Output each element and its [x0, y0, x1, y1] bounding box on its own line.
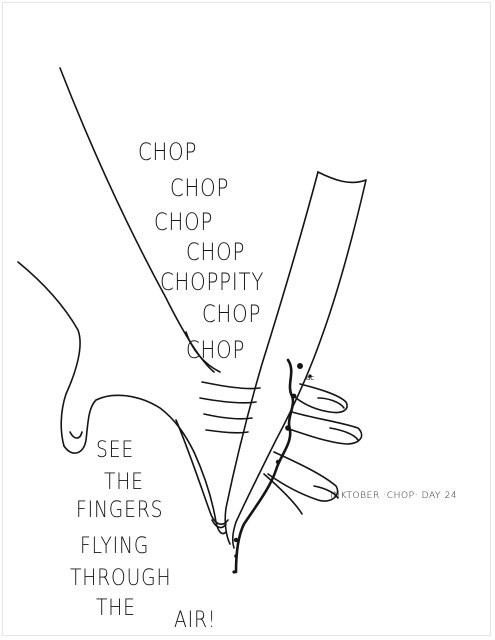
right-finger-3-nail [313, 485, 339, 499]
ink-splatter [297, 363, 303, 369]
slogan-line-6: THE [96, 596, 136, 621]
interlock-line-4 [205, 429, 249, 434]
ink-splatter [291, 393, 297, 399]
interlock-line-1 [201, 381, 261, 390]
chop-line-4: CHOP [186, 238, 246, 266]
right-finger-2 [285, 411, 363, 445]
slogan-line-3: FINGERS [76, 498, 164, 523]
chop-line-6: CHOP [202, 300, 262, 328]
chop-line-2: CHOP [170, 174, 230, 202]
right-finger-2-nail [329, 427, 359, 441]
right-finger-1-nail [317, 397, 345, 409]
chop-line-7: CHOP [186, 336, 246, 364]
artist-initials-mark: ac [306, 374, 314, 382]
left-hand-back [17, 261, 81, 447]
right-finger-1 [295, 383, 348, 414]
left-finger-lower [175, 419, 229, 525]
slogan-line-4: FLYING [80, 534, 150, 559]
ink-splatter [285, 425, 291, 431]
left-thumb [63, 394, 195, 454]
right-arm-left-edge [224, 171, 319, 545]
ink-trail [234, 358, 295, 574]
left-finger-curve [185, 331, 221, 373]
right-finger-3 [267, 451, 339, 502]
interlock-line-3 [203, 413, 253, 420]
slogan-line-1: SEE [96, 438, 135, 463]
slogan-line-2: THE [104, 470, 144, 495]
chop-line-1: CHOP [138, 138, 198, 166]
left-palm-edge [193, 451, 227, 535]
ink-splatter [232, 570, 236, 574]
ink-splatter [275, 459, 281, 465]
ink-splatter [234, 554, 238, 558]
right-finger-4 [263, 473, 303, 515]
page-border [2, 2, 491, 636]
right-arm-right-edge [231, 171, 367, 549]
slogan-line-7: AIR! [174, 608, 217, 633]
slogan-line-5: THROUGH [70, 566, 172, 591]
ink-splatter [233, 537, 239, 543]
chop-line-3: CHOP [154, 208, 214, 236]
left-thumb-nail [69, 431, 83, 439]
ink-splatter [308, 374, 312, 378]
interlock-line-2 [199, 397, 257, 404]
inktober-caption: INKTOBER ·CHOP· DAY 24 [330, 491, 458, 501]
chop-line-5: CHOPPITY [160, 268, 265, 296]
